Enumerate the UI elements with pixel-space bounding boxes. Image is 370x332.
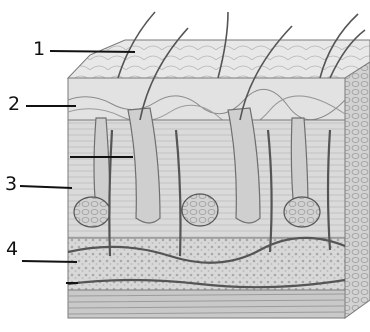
block-side-face <box>345 62 370 318</box>
muscle-layer <box>68 290 345 318</box>
label-1: 1 <box>33 40 45 59</box>
label-3: 3 <box>5 175 17 194</box>
label-2: 2 <box>8 95 20 114</box>
label-4: 4 <box>6 240 18 259</box>
